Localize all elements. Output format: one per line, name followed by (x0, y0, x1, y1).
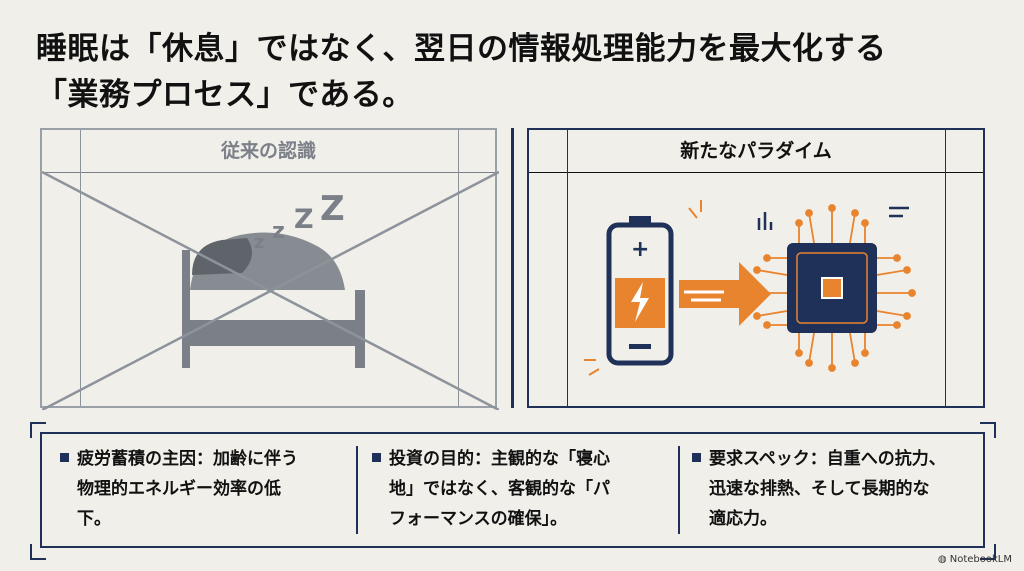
point-text: 要求スペック：自重への抗力、 (709, 449, 946, 469)
point-text: 地」ではなく、客観的な「パ (389, 479, 610, 499)
point-investment: 投資の目的：主観的な「寝心 地」ではなく、客観的な「パ フォーマンスの確保」。 (372, 444, 610, 534)
guide-line (458, 130, 459, 406)
arrow-icon (679, 262, 771, 326)
old-perception-heading: 従来の認識 (42, 130, 495, 173)
point-text: 適応力。 (709, 509, 777, 529)
point-text: 下。 (77, 509, 111, 529)
svg-text:Z: Z (320, 189, 345, 229)
brand-text: NotebookLM (949, 554, 1012, 565)
battery-icon: + (606, 216, 674, 366)
column-separator (356, 446, 358, 534)
new-paradigm-heading: 新たなパラダイム (529, 130, 983, 173)
new-paradigm-panel: 新たなパラダイム + (527, 128, 985, 408)
battery-to-chip-icon: + (584, 200, 916, 376)
corner-mark (30, 544, 46, 560)
corner-mark (980, 422, 996, 438)
key-points-box: 疲労蓄積の主因：加齢に伴う 物理的エネルギー効率の低 下。 投資の目的：主観的な… (40, 432, 985, 548)
column-separator (678, 446, 680, 534)
point-fatigue: 疲労蓄積の主因：加齢に伴う 物理的エネルギー効率の低 下。 (60, 444, 298, 534)
point-text: フォーマンスの確保」。 (389, 509, 568, 529)
chip-icon (748, 204, 916, 372)
guide-line (945, 130, 946, 406)
guide-line (567, 130, 568, 406)
crossed-out-bed-sleeping-icon: z z Z Z (42, 170, 499, 410)
guide-line (80, 130, 81, 406)
svg-text:Z: Z (294, 204, 314, 235)
bullet-icon (692, 453, 701, 462)
old-perception-panel: 従来の認識 z z Z Z (40, 128, 499, 410)
title-line-2: 「業務プロセス」である。 (36, 77, 414, 113)
notebooklm-logo: ◍ NotebookLM (937, 554, 1012, 565)
point-text: 投資の目的：主観的な「寝心 (389, 449, 610, 469)
point-text: 疲労蓄積の主因：加齢に伴う (77, 449, 298, 469)
bullet-icon (372, 453, 381, 462)
svg-text:z: z (272, 219, 285, 244)
corner-mark (980, 544, 996, 560)
panel-divider (511, 128, 514, 408)
point-text: 物理的エネルギー効率の低 (77, 479, 281, 499)
svg-text:z: z (254, 232, 264, 253)
corner-mark (30, 422, 46, 438)
slide-title: 睡眠は「休息」ではなく、翌日の情報処理能力を最大化する 「業務プロセス」である。 (36, 26, 887, 118)
bullet-icon (60, 453, 69, 462)
title-line-1: 睡眠は「休息」ではなく、翌日の情報処理能力を最大化する (36, 31, 887, 67)
svg-text:+: + (631, 237, 649, 262)
point-spec: 要求スペック：自重への抗力、 迅速な排熱、そして長期的な 適応力。 (692, 444, 946, 534)
point-text: 迅速な排熱、そして長期的な (709, 479, 930, 499)
